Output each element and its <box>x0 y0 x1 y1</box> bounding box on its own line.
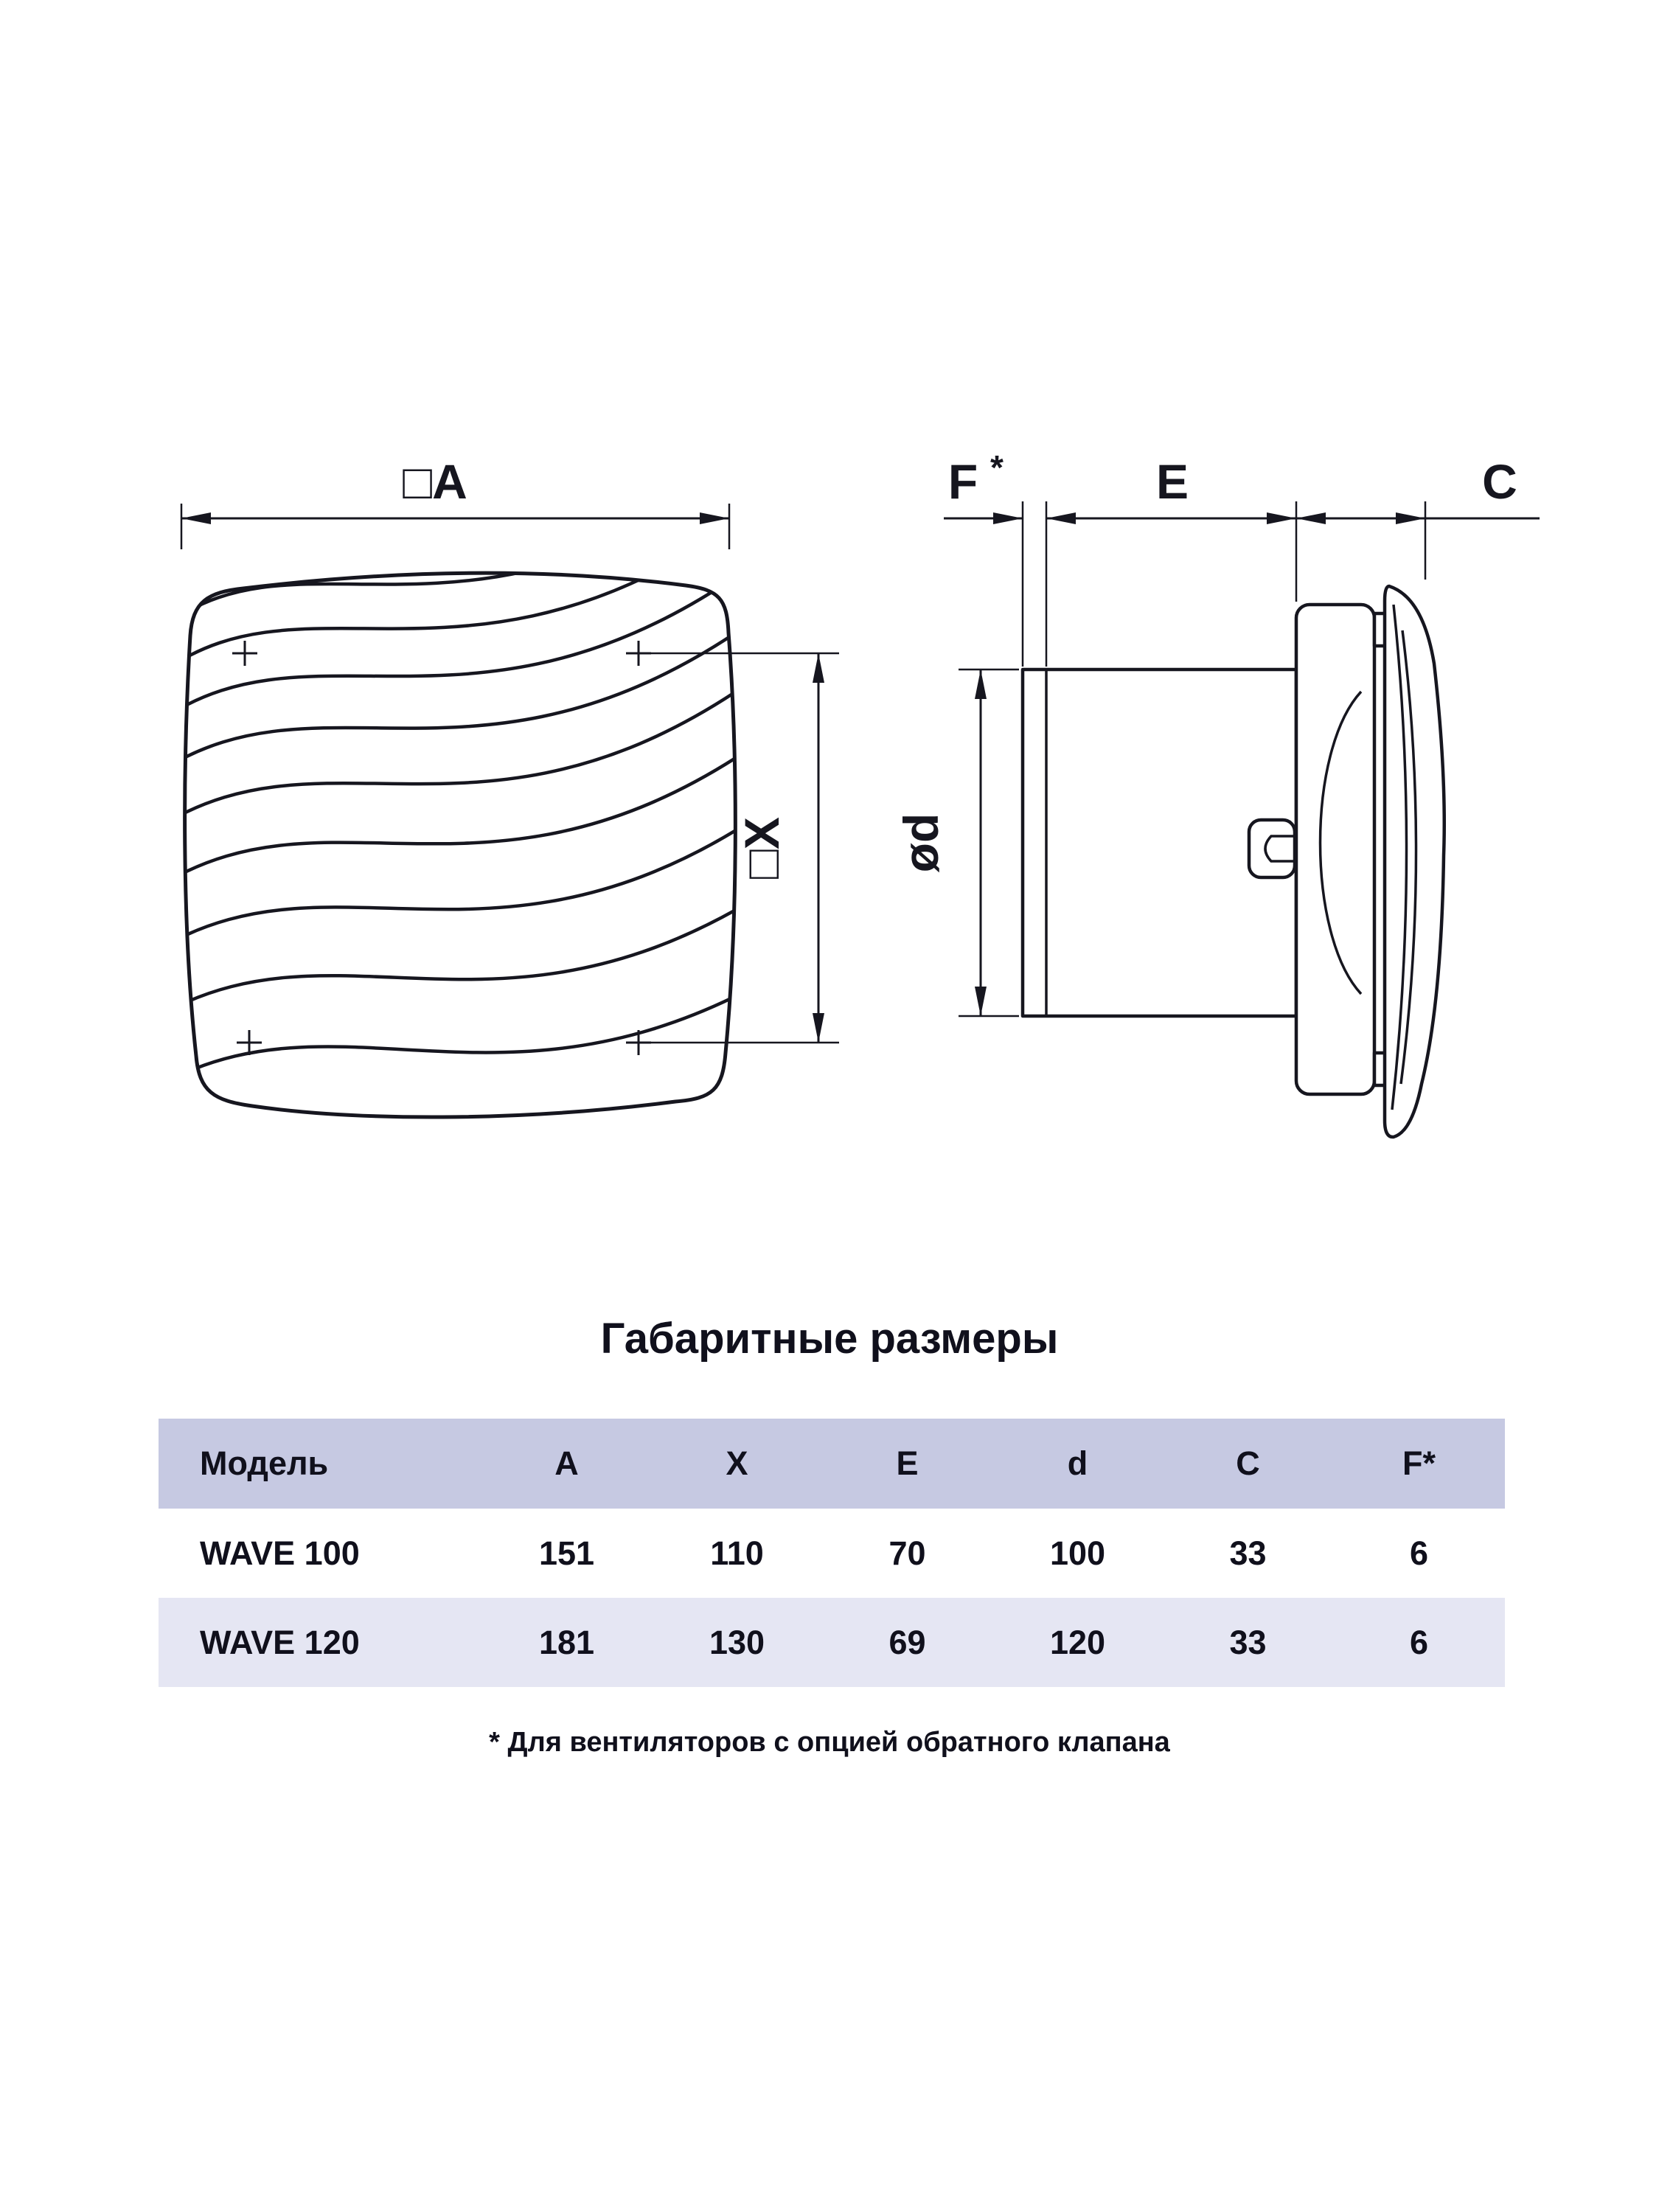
mounting-flange <box>1294 602 1377 1096</box>
footnote: * Для вентиляторов с опцией обратного кл… <box>489 1727 1170 1758</box>
dimension-fec: F * E C <box>944 448 1540 667</box>
cell-value: 120 <box>1049 1623 1106 1661</box>
table-header-row: Модель A X E d C F* <box>159 1419 1505 1509</box>
header-f: F* <box>1402 1444 1436 1482</box>
cell-value: 151 <box>538 1534 595 1572</box>
dimension-a: □A <box>180 454 731 549</box>
dimensions-table: Модель A X E d C F* WAVE 100 151 110 70 … <box>159 1419 1505 1687</box>
wave-line <box>184 684 736 821</box>
header-e: E <box>896 1444 919 1482</box>
cell-value: 69 <box>888 1623 926 1661</box>
cell-value: 6 <box>1409 1534 1429 1572</box>
cell-value: 130 <box>709 1623 765 1661</box>
header-d: d <box>1067 1444 1088 1482</box>
label-e: E <box>1156 454 1189 509</box>
table-row-wave-100: WAVE 100 151 110 70 100 33 6 <box>159 1509 1505 1598</box>
front-view-outline <box>183 571 737 1119</box>
wave-line <box>184 905 736 1009</box>
front-cover-profile <box>1382 584 1447 1139</box>
cell-model: WAVE 100 <box>200 1534 360 1572</box>
wave-line <box>184 824 736 942</box>
cell-value: 33 <box>1229 1623 1267 1661</box>
header-model: Модель <box>200 1444 329 1482</box>
cell-model: WAVE 120 <box>200 1623 360 1661</box>
cell-value: 70 <box>888 1534 926 1572</box>
wave-line <box>184 750 736 880</box>
label-f-star: * <box>990 448 1004 487</box>
label-c: C <box>1482 454 1517 509</box>
table-row-wave-120: WAVE 120 181 130 69 120 33 6 <box>159 1598 1505 1687</box>
dimension-x: □X <box>650 652 839 1044</box>
header-a: A <box>554 1444 579 1482</box>
screw-marks <box>232 641 651 1055</box>
header-c: C <box>1236 1444 1260 1482</box>
page-title: Габаритные размеры <box>600 1315 1059 1363</box>
label-f: F <box>948 454 978 509</box>
wave-line <box>184 625 736 765</box>
wave-line <box>184 573 736 620</box>
side-view <box>1020 584 1447 1139</box>
wave-line <box>184 573 736 666</box>
spring-clip <box>1247 818 1297 880</box>
cell-value: 6 <box>1409 1623 1429 1661</box>
cell-value: 181 <box>538 1623 595 1661</box>
dimension-d: ød <box>894 668 1019 1018</box>
front-cover-curve <box>1399 630 1418 1085</box>
cell-value: 33 <box>1229 1534 1267 1572</box>
spring-clip-hook <box>1264 835 1295 863</box>
wave-line <box>184 573 736 714</box>
motor-dome-arc <box>1318 690 1363 995</box>
cell-value: 110 <box>710 1534 764 1572</box>
cell-value: 100 <box>1049 1534 1106 1572</box>
front-cover-curve <box>1391 604 1408 1110</box>
label-x: □X <box>734 817 789 879</box>
dimension-drawing: □A □X <box>180 448 1540 1139</box>
label-a: □A <box>403 454 467 509</box>
label-d: ød <box>894 813 948 873</box>
header-x: X <box>726 1444 748 1482</box>
